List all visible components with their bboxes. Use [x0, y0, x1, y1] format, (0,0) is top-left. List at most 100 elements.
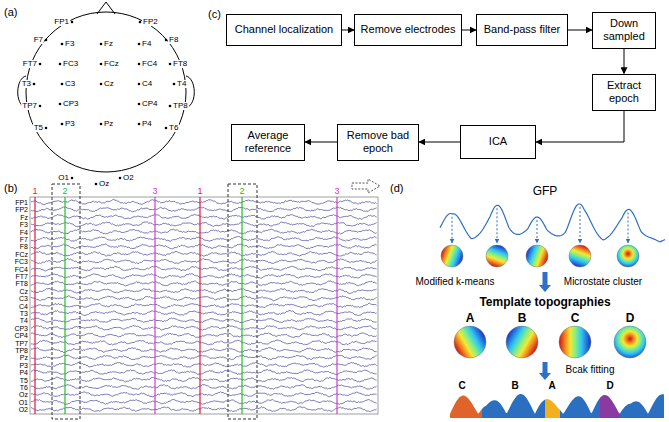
- eeg-trace: [31, 236, 377, 241]
- process-box: Down sampled: [592, 12, 656, 49]
- electrode-label: F8: [168, 36, 179, 44]
- topography-map: [506, 326, 538, 358]
- flow-arrow: [536, 111, 624, 143]
- channel-label: T4: [20, 317, 28, 324]
- electrode-label: T3: [21, 80, 32, 88]
- electrode-dot: [119, 177, 122, 180]
- eeg-trace: [31, 399, 377, 404]
- electrode-label: C4: [141, 80, 153, 88]
- eeg-trace: [31, 214, 377, 219]
- channel-label: FCz: [15, 250, 28, 257]
- electrode-label: P3: [64, 120, 76, 128]
- electrode-dot: [45, 127, 48, 130]
- microstate-letter: C: [571, 312, 580, 324]
- electrode-dot: [95, 183, 98, 186]
- event-line: [199, 197, 200, 414]
- eeg-trace: [31, 281, 377, 286]
- eeg-trace: [31, 392, 377, 397]
- process-label: Remove electrodes: [361, 23, 456, 36]
- electrode-label: O2: [122, 174, 135, 182]
- dashed-pointer: [580, 207, 581, 243]
- electrode-dot: [100, 43, 103, 46]
- electrode-label: FP2: [142, 18, 159, 26]
- topography-map: [617, 245, 639, 267]
- electrode-label: P4: [141, 120, 153, 128]
- electrode-label: FC4: [141, 60, 158, 68]
- event-line: [34, 197, 35, 414]
- channel-label: Pz: [20, 354, 28, 361]
- channel-label: O2: [19, 406, 28, 413]
- event-marker: 1: [32, 187, 37, 196]
- electrode-label: C3: [64, 80, 76, 88]
- eeg-trace: [31, 251, 377, 256]
- process-label: Extract epoch: [597, 79, 651, 105]
- dashed-pointer: [628, 212, 629, 243]
- electrode-dot: [173, 83, 176, 86]
- topography-map: [441, 245, 463, 267]
- microstate-letter: A: [466, 312, 475, 324]
- process-box: ICA: [460, 125, 536, 159]
- event-marker: 2: [62, 187, 67, 196]
- step-title: Template topographies: [479, 296, 610, 308]
- electrode-dot: [138, 43, 141, 46]
- channel-label: T6: [20, 384, 28, 391]
- flow-arrow: [419, 142, 460, 143]
- topography-map: [559, 326, 591, 358]
- electrode-label: T4: [176, 80, 187, 88]
- dashed-arrow: [352, 179, 380, 193]
- process-box: Remove electrodes: [354, 14, 462, 46]
- process-arrow: [539, 362, 551, 380]
- channel-label: FP1: [15, 199, 28, 206]
- electrode-dot: [138, 103, 141, 106]
- eeg-trace: [31, 303, 377, 308]
- electrode-dot: [59, 63, 62, 66]
- topography-map: [454, 326, 486, 358]
- eeg-trace: [31, 288, 377, 293]
- channel-label: Fz: [20, 213, 28, 220]
- eeg-trace: [31, 355, 377, 360]
- electrode-label: F4: [141, 40, 152, 48]
- channel-label: Oz: [19, 391, 28, 398]
- channel-label: FC4: [15, 265, 28, 272]
- electrode-label: FT7: [22, 60, 38, 68]
- channel-label: FP2: [15, 206, 28, 213]
- flow-arrow: [342, 30, 354, 31]
- electrode-dot: [39, 105, 42, 108]
- electrode-label: FC3: [62, 60, 79, 68]
- eeg-trace: [31, 385, 377, 390]
- electrode-dot: [138, 123, 141, 126]
- eeg-trace: [31, 340, 377, 345]
- microstate-letter: B: [518, 312, 527, 324]
- eeg-trace: [31, 318, 377, 323]
- electrode-dot: [100, 63, 103, 66]
- flow-arrow: [568, 30, 592, 31]
- microstate-letter: C: [458, 381, 465, 391]
- flow-arrow: [305, 142, 337, 143]
- process-label: Remove bad epoch: [342, 129, 414, 155]
- dashed-pointer: [452, 217, 453, 243]
- electrode-dot: [138, 83, 141, 86]
- process-label: Band-pass filter: [484, 23, 560, 36]
- eeg-trace: [31, 207, 377, 212]
- electrode-dot: [165, 127, 168, 130]
- panel-letter: (d): [390, 183, 403, 194]
- topography-map: [569, 245, 591, 267]
- electrode-dot: [71, 21, 74, 24]
- backfit-area: [450, 396, 482, 418]
- channel-label: C4: [19, 302, 28, 309]
- electrode-label: F7: [33, 36, 44, 44]
- channel-label: FT7: [16, 273, 28, 280]
- event-marker: 1: [197, 187, 202, 196]
- channel-label: T3: [20, 310, 28, 317]
- process-label: Down sampled: [597, 17, 651, 43]
- eeg-trace: [31, 259, 377, 264]
- eeg-trace: [31, 296, 377, 301]
- eeg-trace: [31, 199, 377, 204]
- plot-frame: [30, 197, 378, 414]
- electrode-label: F3: [64, 40, 75, 48]
- electrode-dot: [169, 105, 172, 108]
- microstate-letter: D: [606, 381, 613, 391]
- electrode-dot: [71, 177, 74, 180]
- channel-label: T5: [20, 376, 28, 383]
- topography-map: [614, 326, 646, 358]
